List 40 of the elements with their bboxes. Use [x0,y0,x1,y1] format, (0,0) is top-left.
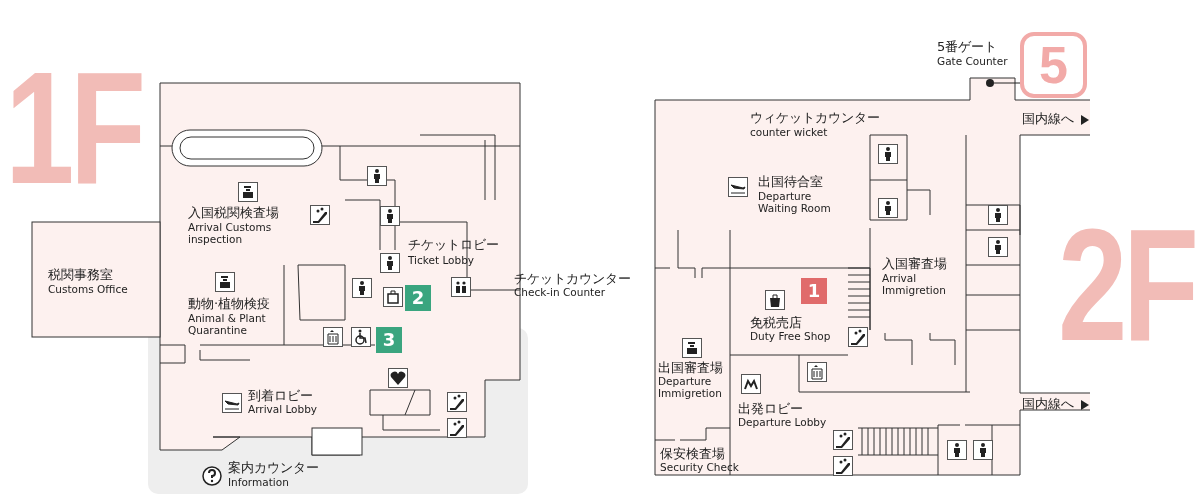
room-name: 保安検査場 [660,447,725,462]
callout-number: 1 [801,278,827,304]
room-name: 出国審査場 [658,361,723,376]
gate-dot [986,79,994,87]
room-name-english: Arrival Lobby [248,404,318,416]
direction-text: 国内線へ [1022,112,1074,127]
gate-name-english: Gate Counter [937,56,1008,68]
room-name: 案内カウンター [228,461,319,476]
gate-number-badge: 5 [1020,32,1087,98]
room-name: 免税売店 [750,316,802,331]
room-name-english: Departure Immigretion [658,376,723,400]
room-name: 出国待合室 [758,175,823,190]
room-name: 入国税関検査場 [188,206,279,221]
room-name-english: Duty Free Shop [750,331,831,343]
room-name: 出発ロビー [738,402,803,417]
room-name-english: Ticket Lobby [408,255,475,267]
room-name: チケットカウンター [514,272,631,287]
room-name: 到着ロビー [248,389,313,404]
room-name-english: Animal & Plant Quarantine [188,313,267,337]
room-name: 税関事務室 [48,268,113,283]
room-name-english: Security Check [660,462,739,474]
room-name-english: Customs Office [48,284,128,296]
leader-line [993,82,1021,84]
callout-number: 2 [405,285,431,311]
callout-number: 3 [376,327,402,353]
room-name-english: Departure Waiting Room [758,191,832,215]
room-name-english: Check-in Counter [514,287,605,299]
room-name-english: counter wicket [750,127,828,139]
room-name: 動物·植物検疫 [188,297,271,312]
direction-text: 国内線へ [1022,397,1074,412]
room-name-english: Departure Lobby [738,417,827,429]
floor-number: 2F [1058,205,1195,365]
room-name-english: Information [228,477,289,489]
room-name: ウィケットカウンター [750,111,880,126]
room-name: 入国審査場 [882,257,947,272]
floor-number: 1F [5,48,142,208]
room-name-english: Arrival Customs inspection [188,222,273,246]
room-name: チケットロビー [408,238,499,253]
room-name-english: Arrival Immigretion [882,273,947,297]
gate-name: 5番ゲート [937,40,998,55]
